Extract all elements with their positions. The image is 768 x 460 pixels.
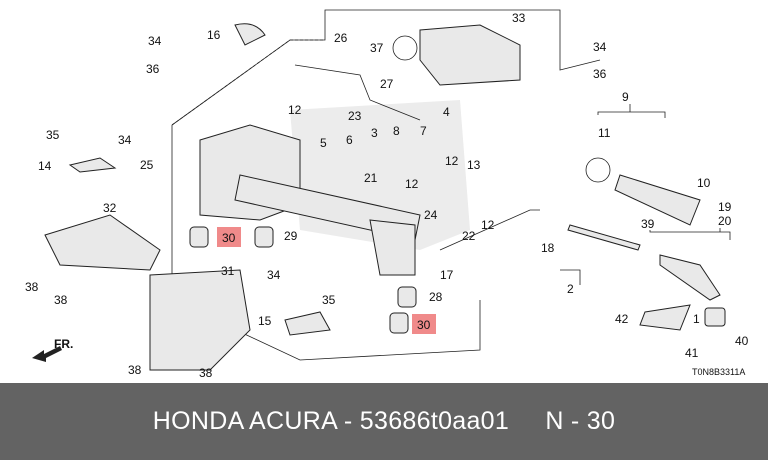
- rack-end-housing: [369, 219, 416, 276]
- plate-42: [639, 304, 691, 331]
- clamp-11: [585, 157, 611, 183]
- callout-20[interactable]: 20: [718, 214, 732, 228]
- bushing-30b: [389, 312, 409, 334]
- callout-30-highlighted[interactable]: 30: [417, 318, 431, 332]
- callout-27[interactable]: 27: [380, 77, 394, 91]
- heat-shield-31: [149, 269, 251, 371]
- diagram-code: T0N8B3311A: [692, 367, 745, 377]
- callout-7[interactable]: 7: [420, 124, 427, 138]
- callout-12[interactable]: 12: [405, 177, 419, 191]
- bracket-9: [597, 104, 666, 118]
- callout-38[interactable]: 38: [54, 293, 68, 307]
- callout-32[interactable]: 32: [103, 201, 117, 215]
- callout-12[interactable]: 12: [481, 218, 495, 232]
- boot-1: [704, 307, 726, 327]
- callout-9[interactable]: 9: [622, 90, 629, 104]
- callout-29[interactable]: 29: [284, 229, 298, 243]
- callout-21[interactable]: 21: [364, 171, 378, 185]
- callout-28[interactable]: 28: [429, 290, 443, 304]
- callout-19[interactable]: 19: [718, 200, 732, 214]
- highlight-badge: [217, 227, 241, 247]
- callout-38[interactable]: 38: [128, 363, 142, 377]
- bushing-30a: [189, 226, 209, 248]
- bushing-29: [254, 226, 274, 248]
- callout-8[interactable]: 8: [393, 124, 400, 138]
- callout-34[interactable]: 34: [267, 268, 281, 282]
- callout-12[interactable]: 12: [288, 103, 302, 117]
- front-arrow-icon: [32, 346, 62, 362]
- callout-35[interactable]: 35: [46, 128, 60, 142]
- callout-31[interactable]: 31: [221, 264, 235, 278]
- callout-25[interactable]: 25: [140, 158, 154, 172]
- callout-2[interactable]: 2: [567, 282, 574, 296]
- tie-rod-2: [567, 224, 641, 251]
- callout-34[interactable]: 34: [593, 40, 607, 54]
- mount-15: [284, 311, 331, 336]
- callout-38[interactable]: 38: [199, 366, 213, 380]
- callout-10[interactable]: 10: [697, 176, 711, 190]
- group-outline-2: [439, 209, 581, 285]
- callout-5[interactable]: 5: [320, 136, 327, 150]
- group-outline-dash: [171, 39, 325, 126]
- o-ring-37: [392, 35, 418, 61]
- callout-26[interactable]: 26: [334, 31, 348, 45]
- bracket-20: [649, 228, 731, 240]
- bushing-28: [397, 286, 417, 308]
- callout-17[interactable]: 17: [440, 268, 454, 282]
- callout-36[interactable]: 36: [146, 62, 160, 76]
- splash-shield-32: [44, 214, 161, 271]
- callout-30-highlighted[interactable]: 30: [222, 231, 236, 245]
- tie-rod-end-19: [659, 254, 721, 301]
- callout-42[interactable]: 42: [615, 312, 629, 326]
- callout-24[interactable]: 24: [424, 208, 438, 222]
- callout-1[interactable]: 1: [693, 312, 700, 326]
- callout-22[interactable]: 22: [462, 229, 476, 243]
- callout-3[interactable]: 3: [371, 126, 378, 140]
- mount-bracket-14: [68, 157, 117, 173]
- callout-34[interactable]: 34: [148, 34, 162, 48]
- bellows-boot-10: [614, 174, 701, 226]
- callout-13[interactable]: 13: [467, 158, 481, 172]
- callout-6[interactable]: 6: [346, 133, 353, 147]
- callout-41[interactable]: 41: [685, 346, 699, 360]
- callout-23[interactable]: 23: [348, 109, 362, 123]
- callout-11[interactable]: 11: [598, 126, 611, 140]
- callout-35[interactable]: 35: [322, 293, 336, 307]
- callout-38[interactable]: 38: [25, 280, 39, 294]
- callout-37[interactable]: 37: [370, 41, 384, 55]
- callout-18[interactable]: 18: [541, 241, 555, 255]
- motor-assembly: [419, 24, 521, 86]
- highlight-badge: [412, 314, 436, 334]
- front-arrow-label: FR.: [54, 337, 73, 351]
- callout-12[interactable]: 12: [445, 154, 459, 168]
- callout-39[interactable]: 39: [641, 217, 655, 231]
- callout-16[interactable]: 16: [207, 28, 221, 42]
- callout-36[interactable]: 36: [593, 67, 607, 81]
- wire-harness-27: [294, 64, 421, 121]
- callout-34[interactable]: 34: [118, 133, 132, 147]
- footer-text: HONDA ACURA - 53686t0aa01 N - 30: [152, 407, 616, 435]
- callout-14[interactable]: 14: [38, 159, 52, 173]
- callout-4[interactable]: 4: [443, 105, 450, 119]
- cover-16: [234, 23, 266, 46]
- footer-bar: HONDA ACURA - 53686t0aa01 N - 30: [0, 383, 768, 460]
- callout-40[interactable]: 40: [735, 334, 749, 348]
- callout-15[interactable]: 15: [258, 314, 272, 328]
- callout-33[interactable]: 33: [512, 11, 526, 25]
